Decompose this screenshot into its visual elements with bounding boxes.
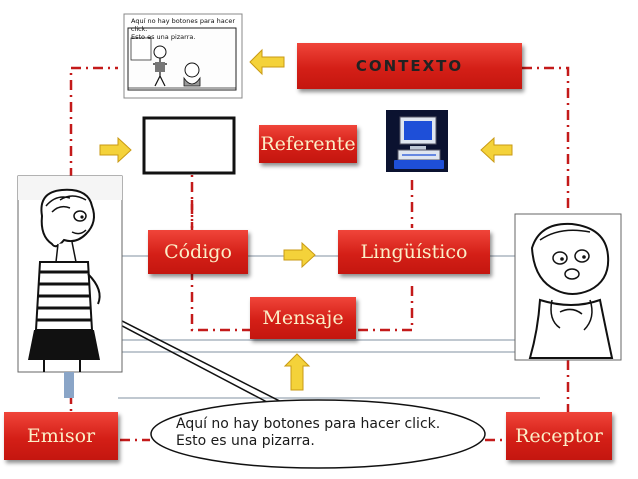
node-receptor: Receptor (506, 412, 612, 460)
node-emisor-label: Emisor (26, 425, 96, 447)
node-contexto-label: CONTEXTO (355, 57, 464, 75)
arrow-right-icon (99, 136, 132, 164)
node-linguistico: Lingüístico (338, 230, 490, 274)
connector-codigo-mensaje (190, 160, 250, 332)
speech-bubble-line1: Aquí no hay botones para hacer click. (176, 416, 441, 432)
speech-bubble-text: Aquí no hay botones para hacer click. Es… (176, 416, 476, 450)
arrow-icon-group (99, 48, 513, 391)
node-codigo: Código (148, 230, 248, 274)
arrow-left-icon (480, 136, 513, 164)
connector-emisor-contexto (69, 66, 118, 178)
computer-icon (386, 110, 448, 172)
node-contexto: CONTEXTO (297, 43, 522, 89)
arrow-up-icon (283, 353, 311, 391)
node-referente-label: Referente (260, 133, 356, 155)
node-mensaje: Mensaje (250, 297, 356, 339)
node-codigo-label: Código (164, 241, 232, 263)
emisor-cartoon (17, 175, 123, 398)
node-linguistico-label: Lingüístico (360, 241, 468, 263)
empty-frame (142, 116, 236, 175)
comic-strip-image (123, 13, 243, 99)
node-emisor: Emisor (4, 412, 118, 460)
arrow-right-icon (283, 241, 316, 269)
comic-caption-line1: Aquí no hay botones para hacer click. (131, 17, 236, 33)
speech-bubble-line2: Esto es una pizarra. (176, 433, 315, 449)
arrow-left-icon (249, 48, 285, 76)
speech-bubble (150, 399, 486, 469)
comic-caption-line2: Esto es una pizarra. (131, 33, 196, 41)
node-referente: Referente (259, 125, 357, 163)
node-receptor-label: Receptor (515, 425, 603, 447)
connector-contexto-receptor (522, 66, 570, 212)
receptor-cartoon (514, 213, 622, 361)
comic-caption: Aquí no hay botones para hacer click. Es… (131, 17, 241, 41)
node-mensaje-label: Mensaje (262, 307, 344, 329)
connector-mensaje-linguistico (358, 282, 414, 332)
